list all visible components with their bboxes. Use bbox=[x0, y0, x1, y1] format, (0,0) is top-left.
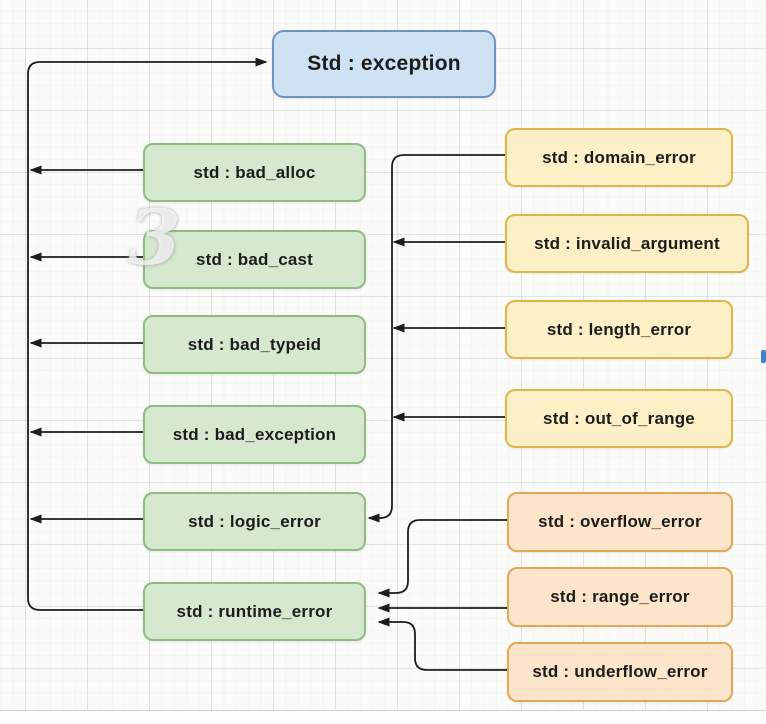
node-overflow-error: std : overflow_error bbox=[507, 492, 733, 552]
blue-edge-mark bbox=[761, 350, 766, 363]
node-length-error: std : length_error bbox=[505, 300, 733, 359]
node-underflow-error: std : underflow_error bbox=[507, 642, 733, 702]
edge-overflow-error bbox=[377, 519, 507, 598]
node-bad-cast: std : bad_cast bbox=[143, 230, 366, 289]
bottom-edge-strip bbox=[0, 710, 766, 724]
edge-underflow-error bbox=[377, 617, 507, 671]
node-out-of-range: std : out_of_range bbox=[505, 389, 733, 448]
node-bad-typeid: std : bad_typeid bbox=[143, 315, 366, 374]
node-domain-error: std : domain_error bbox=[505, 128, 733, 187]
node-invalid-argument: std : invalid_argument bbox=[505, 214, 749, 273]
node-range-error: std : range_error bbox=[507, 567, 733, 627]
node-bad-exception: std : bad_exception bbox=[143, 405, 366, 464]
edge-trunk-to-logic-error bbox=[367, 154, 505, 523]
node-runtime-error: std : runtime_error bbox=[143, 582, 366, 641]
node-logic-error: std : logic_error bbox=[143, 492, 366, 551]
node-std-exception: Std : exception bbox=[272, 30, 496, 98]
node-bad-alloc: std : bad_alloc bbox=[143, 143, 366, 202]
